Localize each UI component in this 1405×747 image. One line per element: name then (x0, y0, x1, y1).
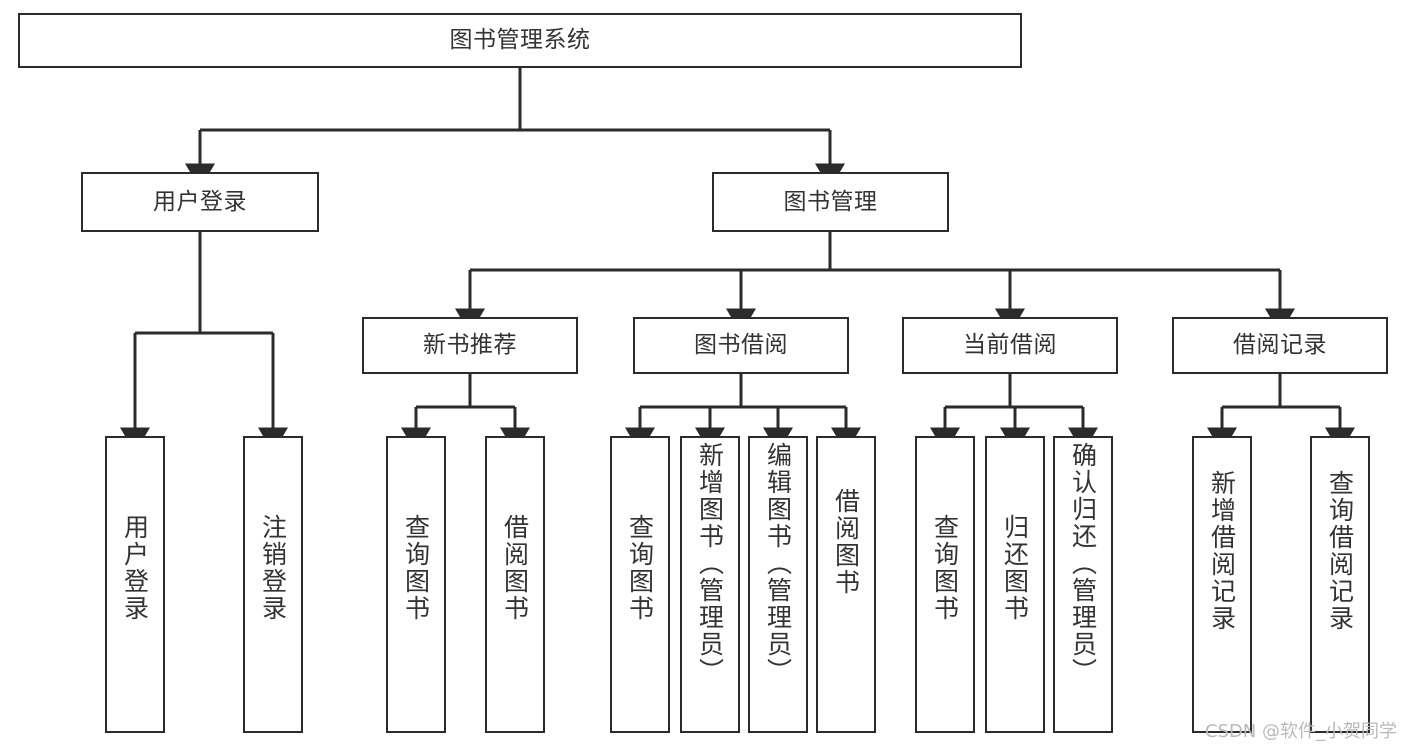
node-borrow-record[interactable]: 借阅记录 (1172, 317, 1388, 374)
node-leaf-borrow-book[interactable]: 借阅图书 (816, 436, 876, 733)
node-leaf-query-borrow-record[interactable]: 查询借阅记录 (1310, 436, 1370, 733)
node-leaf-user-login[interactable]: 用户登录 (105, 436, 165, 733)
node-book-management-label: 图书管理 (783, 188, 878, 215)
node-leaf-return-book-label: 归还图书 (1000, 514, 1030, 622)
node-leaf-query-book-borrow-label: 查询图书 (625, 514, 655, 622)
node-user-login[interactable]: 用户登录 (81, 172, 319, 232)
node-current-borrow-label: 当前借阅 (963, 332, 1057, 359)
node-leaf-query-book-current[interactable]: 查询图书 (915, 436, 975, 733)
node-leaf-query-book-current-label: 查询图书 (930, 514, 960, 622)
node-leaf-confirm-return-admin-label: 确认归还（管理员） (1068, 442, 1098, 685)
node-leaf-query-book-rec-label: 查询图书 (401, 514, 431, 622)
node-current-borrow[interactable]: 当前借阅 (902, 317, 1118, 374)
node-leaf-borrow-book-rec-label: 借阅图书 (500, 514, 530, 622)
node-leaf-query-book-borrow[interactable]: 查询图书 (610, 436, 670, 733)
node-leaf-logout-login[interactable]: 注销登录 (243, 436, 303, 733)
node-leaf-return-book[interactable]: 归还图书 (985, 436, 1045, 733)
node-leaf-borrow-book-rec[interactable]: 借阅图书 (485, 436, 545, 733)
node-leaf-edit-book-admin[interactable]: 编辑图书（管理员） (748, 436, 808, 733)
node-book-management[interactable]: 图书管理 (712, 172, 949, 232)
node-new-book-recommend-label: 新书推荐 (423, 332, 517, 359)
node-leaf-confirm-return-admin[interactable]: 确认归还（管理员） (1053, 436, 1113, 733)
node-leaf-edit-book-admin-label: 编辑图书（管理员） (763, 442, 793, 685)
node-user-login-label: 用户登录 (153, 188, 247, 215)
node-borrow-record-label: 借阅记录 (1233, 332, 1327, 359)
node-leaf-add-borrow-record-label: 新增借阅记录 (1207, 470, 1237, 632)
node-root-label: 图书管理系统 (449, 27, 591, 54)
node-leaf-logout-login-label: 注销登录 (258, 514, 288, 622)
node-leaf-borrow-book-label: 借阅图书 (831, 488, 861, 596)
node-leaf-query-borrow-record-label: 查询借阅记录 (1325, 470, 1355, 632)
node-new-book-recommend[interactable]: 新书推荐 (362, 317, 578, 374)
node-leaf-add-book-admin-label: 新增图书（管理员） (695, 442, 725, 685)
node-book-borrow-label: 图书借阅 (694, 332, 788, 359)
node-leaf-query-book-rec[interactable]: 查询图书 (386, 436, 446, 733)
node-book-borrow[interactable]: 图书借阅 (633, 317, 849, 374)
node-leaf-add-borrow-record[interactable]: 新增借阅记录 (1192, 436, 1252, 733)
node-root[interactable]: 图书管理系统 (18, 13, 1022, 68)
node-leaf-user-login-label: 用户登录 (120, 514, 150, 622)
node-leaf-add-book-admin[interactable]: 新增图书（管理员） (680, 436, 740, 733)
watermark-text: CSDN @软件_小贺同学 (1204, 721, 1397, 742)
